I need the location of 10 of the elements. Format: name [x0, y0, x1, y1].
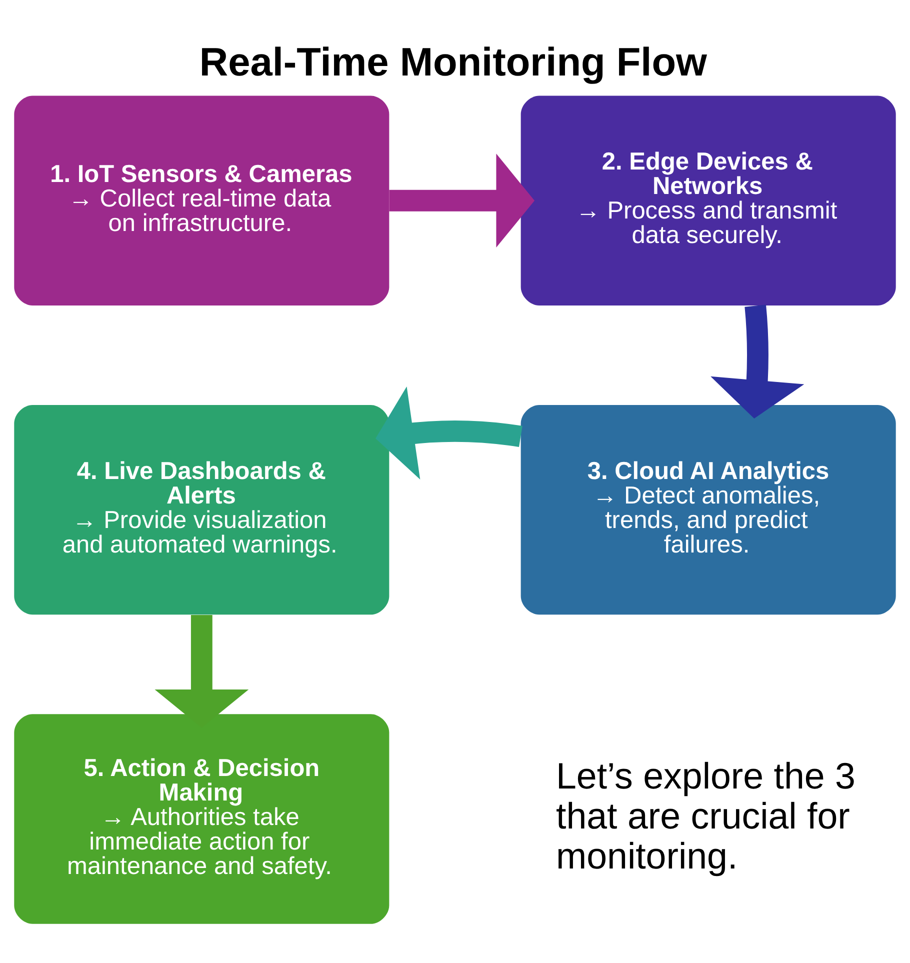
label: Let’s explore the 3 that are crucial for monitoring. — [556, 756, 856, 876]
arrow — [376, 386, 522, 480]
diagram-title: Real-Time Monitoring Flow — [199, 40, 707, 85]
arrow — [710, 304, 804, 419]
arrow — [389, 154, 535, 248]
node-box: 5. Action & Decision Making → Authorities take immediate action for maintenance and safety. — [14, 714, 390, 924]
node-box: 2. Edge Devices & Networks → Process and transmit data securely. — [520, 96, 896, 306]
node-box: 3. Cloud AI Analytics → Detect anomalies, trends, and predict failures. — [520, 404, 896, 615]
node-box: 1. IoT Sensors & Cameras → Collect real-time data on infrastructure. — [14, 96, 390, 306]
node-box: 4. Live Dashboards & Alerts → Provide visualization and automated warnings. — [14, 404, 390, 615]
